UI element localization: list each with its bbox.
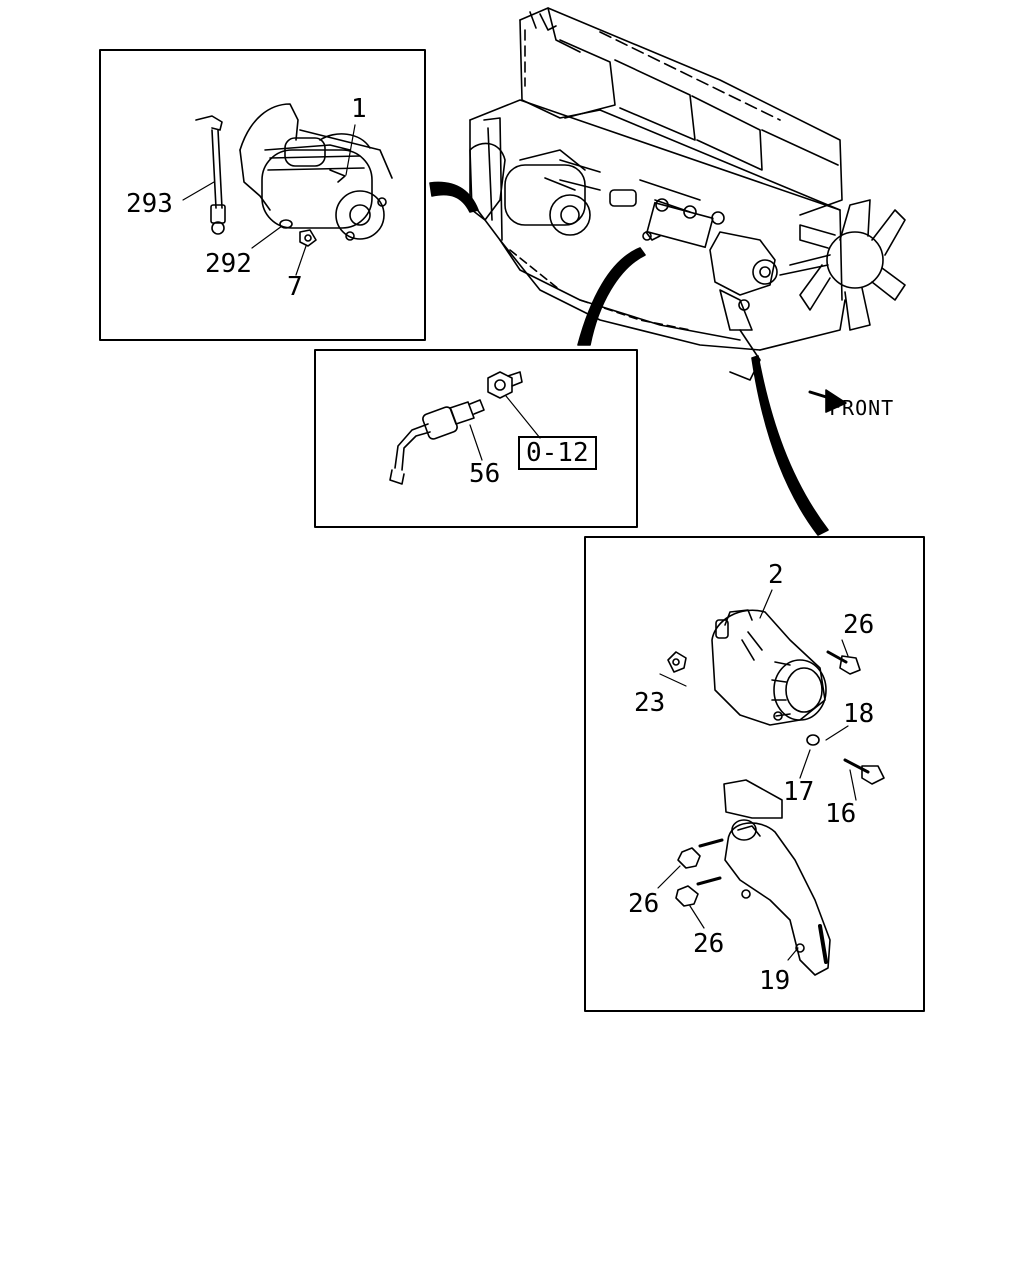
callout-alternator-26-top: 26 [843, 610, 875, 640]
callout-starter-293: 293 [126, 189, 173, 219]
callout-alternator-17: 17 [783, 777, 815, 807]
callout-alternator-2: 2 [768, 560, 784, 590]
front-direction-label: FRONT [829, 396, 895, 420]
alternator-leaders [657, 589, 857, 961]
front-arrow [808, 389, 847, 413]
callout-alternator-18: 18 [843, 699, 875, 729]
callout-alternator-16: 16 [825, 799, 857, 829]
starter-detail-panel [99, 49, 426, 341]
callout-starter-1: 1 [351, 94, 367, 124]
sensor-leaders [469, 395, 541, 461]
callout-alternator-23: 23 [634, 688, 666, 718]
callout-starter-292: 292 [205, 249, 252, 279]
engine-block [469, 7, 906, 381]
starter-leaders [182, 124, 356, 276]
sensor-detail-panel [314, 349, 638, 528]
callout-alternator-26-low: 26 [693, 929, 725, 959]
reference-code-box: 0-12 [518, 436, 597, 470]
callout-alternator-19: 19 [759, 966, 791, 996]
callout-sensor-56: 56 [469, 459, 501, 489]
leader-arrows [429, 181, 829, 536]
callout-starter-7: 7 [287, 272, 303, 302]
alternator-detail-panel [584, 536, 925, 1012]
callout-alternator-26-mid: 26 [628, 889, 660, 919]
